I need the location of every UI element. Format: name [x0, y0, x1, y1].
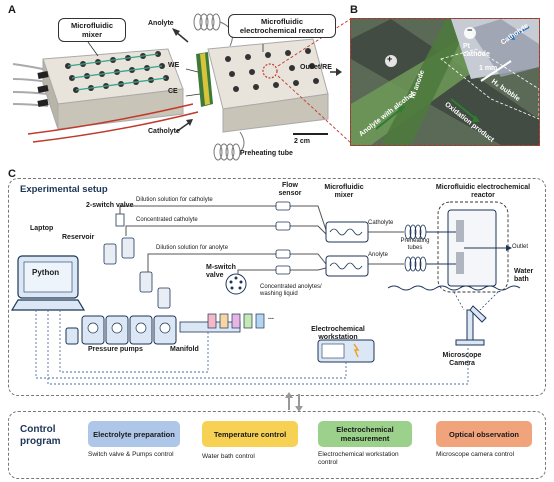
mixer-callout: Microfluidic mixer	[58, 18, 126, 42]
anolyte-label-c: Anolyte	[368, 252, 389, 258]
python-label: Python	[32, 268, 60, 277]
panel-b-micrograph: + − Pt cathode Catholyte 1 mm Ni anode H…	[350, 18, 540, 146]
module-electrochem: Electrochemical measurement	[318, 421, 412, 447]
module-electrolyte-desc: Switch valve & Pumps control	[88, 451, 174, 458]
workstation-label: Electrochemical workstation	[311, 326, 365, 341]
ce-label: CE	[168, 88, 178, 95]
reactor-callout: Microfluidic electrochemical reactor	[228, 14, 336, 38]
panel-a-photo	[12, 13, 353, 161]
laptop-label: Laptop	[30, 225, 54, 232]
water-bath-label: Water bath	[514, 268, 534, 283]
module-electrochem-desc: Electrochemical workstation control	[318, 451, 399, 466]
outlet-label-c: Outlet	[512, 244, 529, 250]
experimental-setup-box	[8, 178, 546, 396]
catholyte-label-a: Catholyte	[148, 128, 180, 135]
two-switch-label: 2-switch valve	[86, 202, 134, 209]
module-electrolyte: Electrolyte preparation	[88, 421, 180, 447]
pt-cathode-label: Pt cathode	[463, 43, 490, 58]
manifold-label: Manifold	[170, 346, 199, 353]
up-down-arrows	[285, 392, 303, 412]
microscope-label: Microscope Camera	[442, 352, 482, 367]
catholyte-label-c: Catholyte	[368, 220, 394, 226]
anode-sign: +	[387, 54, 393, 64]
panel-c-letter: C	[8, 168, 16, 180]
module-temperature-desc: Water bath control	[202, 453, 255, 460]
module-temperature: Temperature control	[202, 421, 298, 447]
flow-sensor-label: Flow sensor	[278, 182, 302, 197]
scale-label-a: 2 cm	[294, 138, 310, 145]
conc-anol-label: Concentrated anolytes/ washing liquid	[260, 284, 322, 297]
mswitch-label: M-switch valve	[206, 264, 236, 279]
reservoir-label: Reservoir	[62, 234, 95, 241]
panel-b-letter: B	[350, 4, 358, 16]
mixer-block	[37, 48, 184, 130]
anolyte-label-a: Anolyte	[148, 20, 174, 27]
setup-title: Experimental setup	[20, 184, 108, 195]
dil-anol-label: Dilution solution for anolyte	[156, 245, 229, 251]
mixer-label-c: Microfluidic mixer	[324, 184, 364, 199]
pumps-label: Pressure pumps	[88, 346, 143, 353]
dil-cath-label: Dilution solution for catholyte	[136, 197, 213, 203]
outlet-label-a: Outlet/RE	[300, 64, 332, 71]
control-program-box	[8, 411, 546, 479]
ellipsis-label: ...	[268, 314, 274, 321]
conc-cath-label: Concentrated catholyte	[136, 217, 198, 223]
preheating-label-c: Preheating tubes	[400, 238, 430, 251]
setup-schematic	[10, 201, 521, 385]
module-optical: Optical observation	[436, 421, 532, 447]
scale-label-b: 1 mm	[479, 65, 498, 72]
reactor-block	[207, 38, 329, 133]
reactor-label-c: Microfluidic electrochemical reactor	[435, 184, 531, 199]
cathode-sign: −	[467, 25, 473, 35]
panel-a-letter: A	[8, 4, 16, 16]
control-title: Control program	[20, 424, 61, 447]
we-label: WE	[168, 62, 180, 69]
preheating-label-a: Preheating tube	[240, 150, 293, 157]
module-optical-desc: Microscope camera control	[436, 451, 515, 458]
